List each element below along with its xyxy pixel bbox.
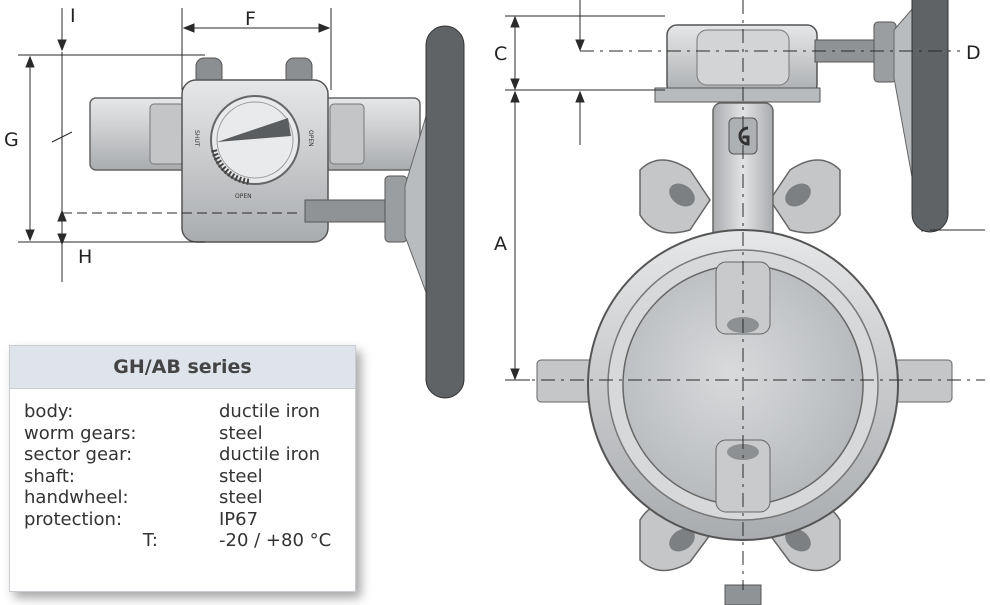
spec-row: handwheel: steel: [24, 487, 355, 509]
spec-key: protection:: [24, 508, 123, 530]
spec-key: shaft:: [24, 465, 75, 487]
spec-value: -20 / +80 °C: [219, 530, 332, 551]
spec-row: T: -20 / +80 °C: [24, 530, 355, 552]
spec-value: IP67: [219, 508, 259, 530]
dim-label-d: D: [966, 42, 981, 64]
spec-card: GH/AB series body: ductile iron worm gear…: [9, 345, 356, 592]
brand-logo-icon: [738, 126, 750, 146]
spec-key: sector gear:: [24, 444, 133, 465]
mounting-flange: [654, 87, 821, 103]
handwheel-rim: [425, 25, 465, 399]
dim-label-f: F: [245, 8, 256, 30]
valve-front-view: [536, 0, 953, 605]
open-mark: OPEN: [235, 193, 252, 200]
worm-flange-left: [149, 103, 185, 165]
indicator-scale: [211, 149, 251, 185]
spec-row: shaft: steel: [24, 466, 355, 488]
handwheel-shaft: [304, 199, 391, 223]
spec-row: sector gear: ductile iron: [24, 444, 355, 466]
spec-key: handwheel:: [24, 487, 129, 508]
handwheel-hub: [384, 175, 408, 243]
side-lug-right: [891, 359, 953, 403]
spec-card-title: GH/AB series: [10, 346, 355, 389]
spec-value: steel: [219, 422, 263, 444]
spec-value: steel: [219, 465, 263, 487]
position-indicator-dial: [210, 95, 300, 185]
worm-flange-right: [329, 103, 365, 165]
open-side-mark: OPEN: [307, 130, 314, 147]
spec-key: T:: [142, 530, 158, 551]
centre-lines: [512, 0, 985, 590]
spec-key: worm gears:: [24, 422, 137, 444]
spec-key: body:: [24, 401, 74, 422]
shut-side-mark: SHUT: [193, 130, 200, 147]
front-handwheel-rim: [911, 0, 949, 233]
left-dimensions: [18, 8, 332, 282]
spec-row: worm gears: steel: [24, 423, 355, 445]
gearbox-top-view: OPEN SHUT OPEN: [89, 25, 465, 399]
dim-label-h: H: [78, 246, 92, 268]
spec-row: body: ductile iron: [24, 401, 355, 423]
indicator-pointer: [217, 118, 291, 142]
spec-list: body: ductile iron worm gears: steel secto…: [10, 389, 355, 552]
spec-value: ductile iron: [219, 401, 321, 422]
spec-value: ductile iron: [219, 444, 321, 465]
right-dimensions: [505, 0, 985, 381]
spec-row: protection: IP67: [24, 509, 355, 531]
dim-label-g: G: [4, 129, 19, 151]
dim-label-a: A: [494, 233, 507, 255]
dim-label-c: C: [494, 43, 507, 65]
spec-value: steel: [219, 487, 263, 508]
dim-label-i: I: [70, 5, 76, 27]
